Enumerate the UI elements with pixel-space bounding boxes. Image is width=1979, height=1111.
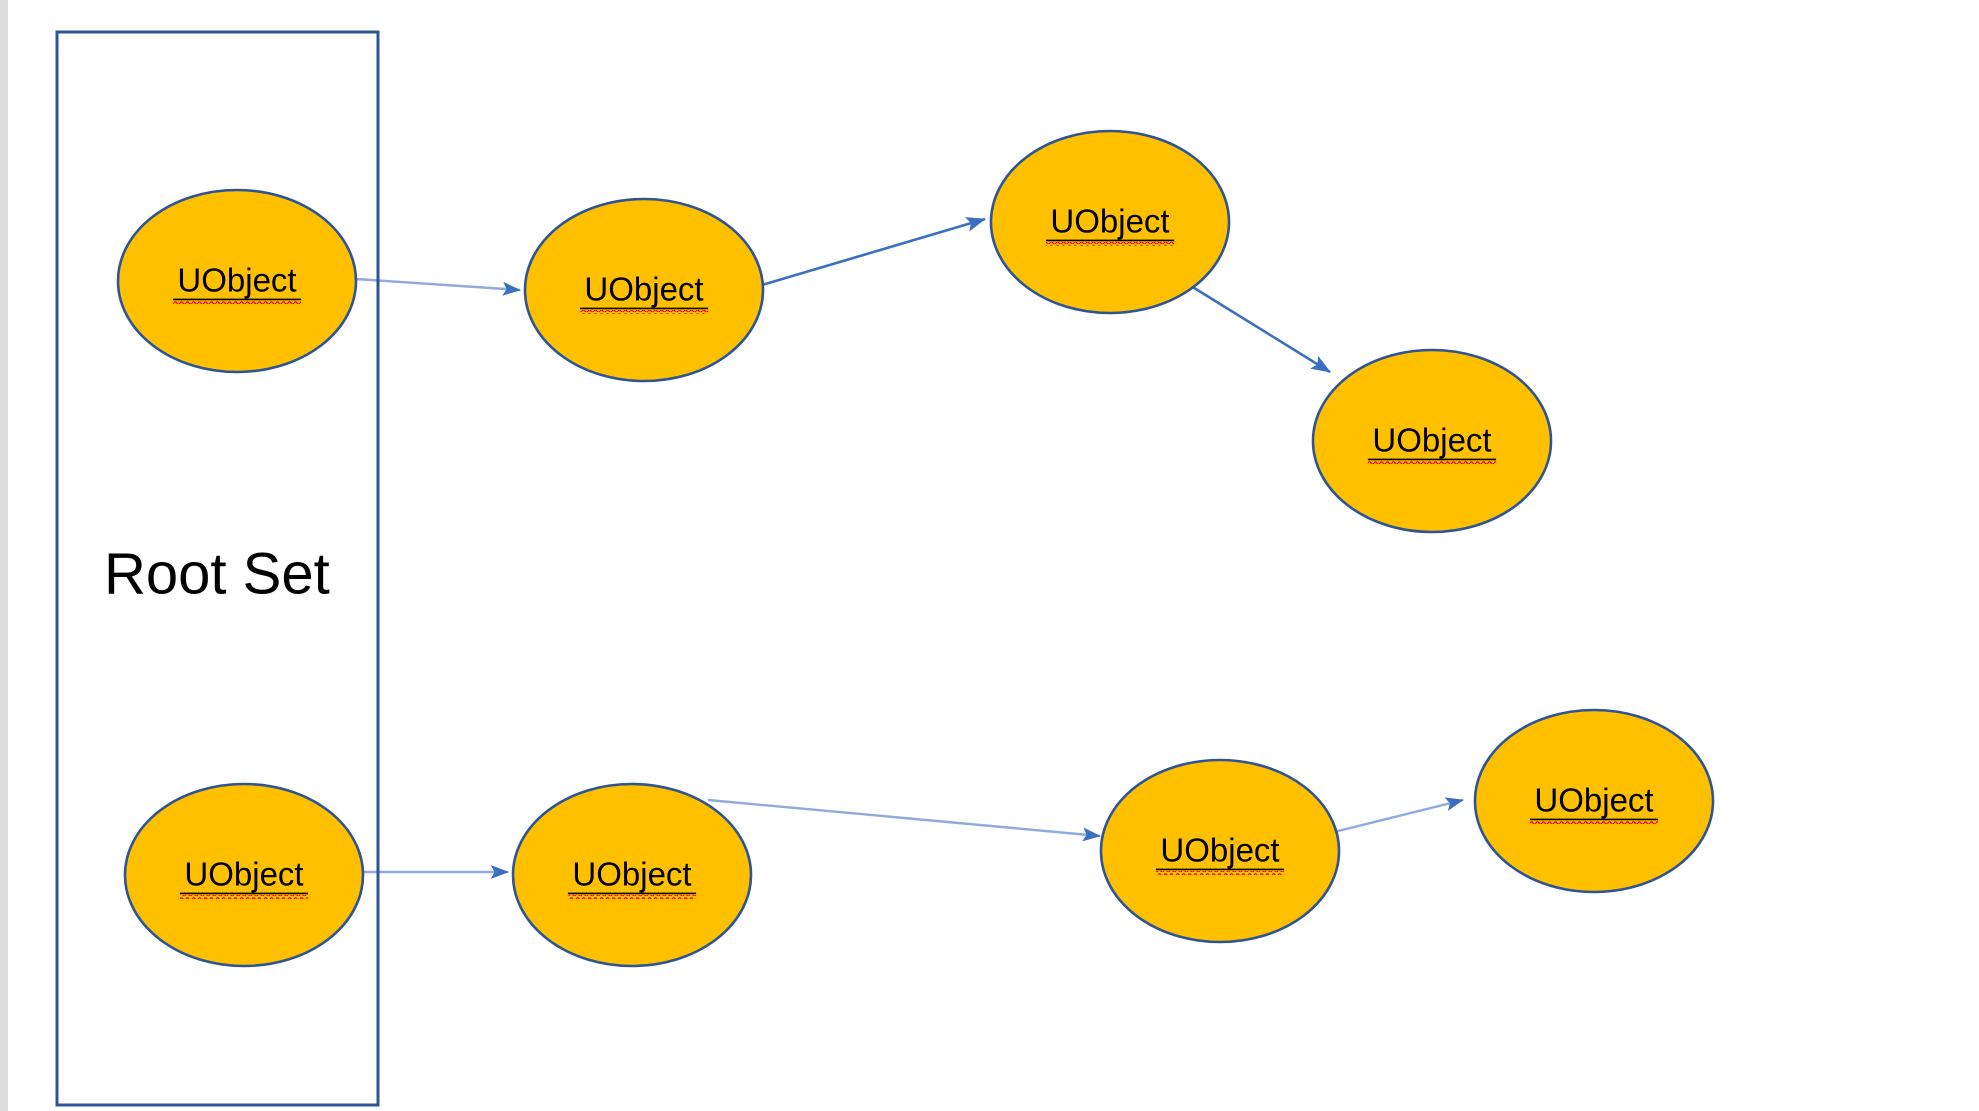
- connector-arrow: [1317, 797, 1464, 838]
- uobject-ellipse[interactable]: [1311, 348, 1553, 534]
- spellcheck-squiggle-underline: [1529, 820, 1659, 825]
- uobject-node-label: UObject: [1372, 422, 1491, 459]
- edges-layer: [355, 217, 1464, 879]
- uobject-node[interactable]: UObject: [116, 188, 358, 374]
- uobject-node-label: UObject: [1050, 203, 1169, 240]
- spellcheck-squiggle-underline: [1155, 870, 1285, 875]
- connector-arrow: [1190, 284, 1331, 374]
- spellcheck-squiggle-underline: [1045, 241, 1175, 246]
- spellcheck-squiggle-underline: [172, 300, 302, 305]
- spellcheck-squiggle-underline: [567, 894, 697, 899]
- uobject-ellipse[interactable]: [116, 188, 358, 374]
- uobject-ellipse[interactable]: [1099, 758, 1341, 944]
- uobject-node[interactable]: UObject: [511, 782, 753, 968]
- spellcheck-squiggle-underline: [1367, 460, 1497, 465]
- root-set-container-layer: Root Set: [55, 30, 380, 1107]
- uobject-node[interactable]: UObject: [523, 197, 765, 383]
- uobject-node[interactable]: UObject: [989, 129, 1231, 315]
- connector-arrow: [355, 277, 521, 296]
- uobject-ellipse[interactable]: [523, 197, 765, 383]
- uobject-node-label: UObject: [572, 856, 691, 893]
- connector-arrow: [707, 798, 1101, 842]
- uobject-ellipse[interactable]: [123, 782, 365, 968]
- uobject-node-label: UObject: [184, 856, 303, 893]
- uobject-ellipse[interactable]: [1473, 708, 1715, 894]
- root-set-label: Root Set: [104, 541, 330, 606]
- uobject-ellipse[interactable]: [511, 782, 753, 968]
- uobject-ellipse[interactable]: [989, 129, 1231, 315]
- uobject-node-label: UObject: [1160, 832, 1279, 869]
- uobject-node-label: UObject: [1534, 782, 1653, 819]
- uobject-node[interactable]: UObject: [1311, 348, 1553, 534]
- page-edge-strip: [0, 0, 8, 1111]
- uobject-node[interactable]: UObject: [1099, 758, 1341, 944]
- spellcheck-squiggle-underline: [579, 309, 709, 314]
- spellcheck-squiggle-underline: [179, 894, 309, 899]
- uobject-node-label: UObject: [177, 262, 296, 299]
- uobject-node[interactable]: UObject: [1473, 708, 1715, 894]
- connector-arrow: [761, 217, 986, 287]
- uobject-node-label: UObject: [584, 271, 703, 308]
- uobject-node[interactable]: UObject: [123, 782, 365, 968]
- root-set-boundary: [55, 30, 380, 1107]
